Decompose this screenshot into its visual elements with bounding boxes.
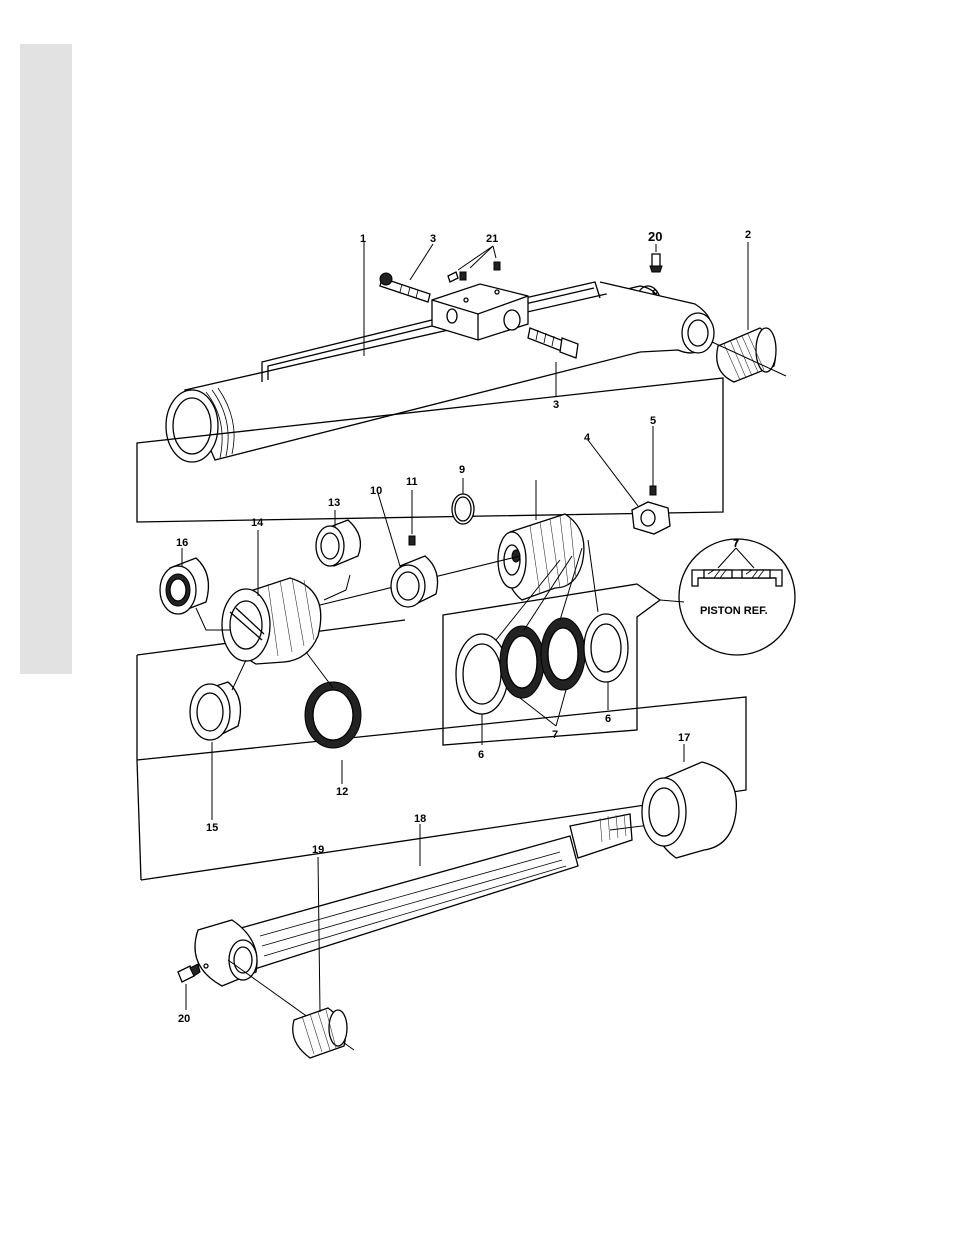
bracket-frame-lower <box>137 760 141 880</box>
label-3b: 3 <box>553 399 559 411</box>
cylinder-barrel <box>166 282 714 462</box>
label-4: 4 <box>584 432 591 444</box>
grease-fitting-top <box>650 254 662 272</box>
wiper-seal <box>160 558 208 614</box>
label-3a: 3 <box>430 233 436 245</box>
piston-seal-ring-left <box>456 634 508 714</box>
piston-wear-ring-2 <box>541 618 585 690</box>
label-12: 12 <box>336 786 348 798</box>
label-16: 16 <box>176 537 188 549</box>
label-20a: 20 <box>648 229 662 244</box>
label-21: 21 <box>486 233 498 245</box>
label-14: 14 <box>251 517 264 529</box>
label-6b: 6 <box>605 713 611 725</box>
rod-end-cap <box>642 762 736 858</box>
label-1: 1 <box>360 233 366 245</box>
piston-seal-ring-right <box>584 614 628 682</box>
label-6a: 6 <box>478 749 484 761</box>
wear-ring-bushing <box>391 536 438 607</box>
label-15: 15 <box>206 822 218 834</box>
label-10: 10 <box>370 485 382 497</box>
backup-ring <box>305 682 361 748</box>
inset-label: PISTON REF. <box>700 605 768 617</box>
label-19: 19 <box>312 844 324 856</box>
label-17: 17 <box>678 732 690 744</box>
piston-wear-ring-1 <box>500 626 544 698</box>
inset-callout-7: 7 <box>733 537 739 549</box>
piston-nut <box>632 486 670 534</box>
gland <box>222 578 321 664</box>
label-7a: 7 <box>552 729 558 741</box>
bearing-sleeve-bottom <box>293 1008 347 1058</box>
piston-inset <box>660 539 795 655</box>
bearing-sleeve-top <box>717 328 776 382</box>
label-13: 13 <box>328 497 340 509</box>
label-18: 18 <box>414 813 426 825</box>
label-2: 2 <box>745 229 751 241</box>
label-11: 11 <box>406 476 418 488</box>
setscrews <box>448 262 500 282</box>
relief-fitting-upper <box>380 273 430 302</box>
label-9: 9 <box>459 464 465 476</box>
label-5: 5 <box>650 415 656 427</box>
grease-fitting-bottom <box>178 964 200 982</box>
rod-bushing <box>190 682 240 740</box>
label-20b: 20 <box>178 1013 190 1025</box>
gland-bushing <box>316 520 360 566</box>
